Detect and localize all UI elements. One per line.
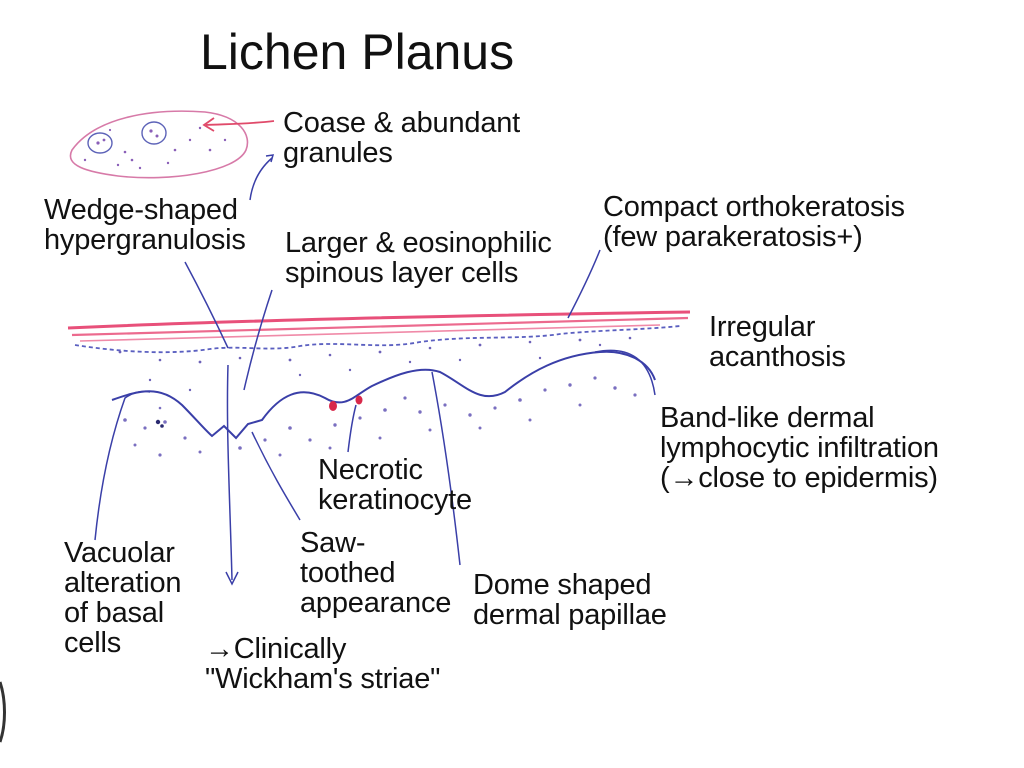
label-wedge-hypergranulosis: Wedge-shaped hypergranulosis [44,194,246,256]
epidermal-cells [118,336,632,392]
label-necrotic-keratinocyte: Necrotic keratinocyte [318,454,472,516]
label-vacuolar-alteration: Vacuolar alteration of basal cells [64,537,182,659]
stratum-corneum [67,310,691,342]
dermo-epidermal-junction [111,350,656,440]
label-clinically-wickhams-striae: →Clinically "Wickham's striae" [205,633,441,695]
leader-lines [94,117,656,586]
label-lymphocytic-infiltration: Band-like dermal lymphocytic infiltratio… [660,402,939,494]
granular-cell-inset [69,110,249,179]
lymphocytic-infiltrate [123,376,637,457]
edge-fragment [0,681,6,743]
label-acanthosis: Irregular acanthosis [709,311,846,373]
label-dome-papillae: Dome shaped dermal papillae [473,569,667,631]
granular-layer [74,325,681,354]
label-orthokeratosis: Compact orthokeratosis (few parakeratosi… [603,191,905,253]
label-saw-toothed: Saw- toothed appearance [300,527,452,619]
diagram-title: Lichen Planus [200,24,515,80]
label-coarse-granules: Coase & abundant granules [283,107,521,169]
necrotic-keratinocyte-marks [329,395,363,411]
label-spinous-cells: Larger & eosinophilic spinous layer cell… [285,227,552,289]
